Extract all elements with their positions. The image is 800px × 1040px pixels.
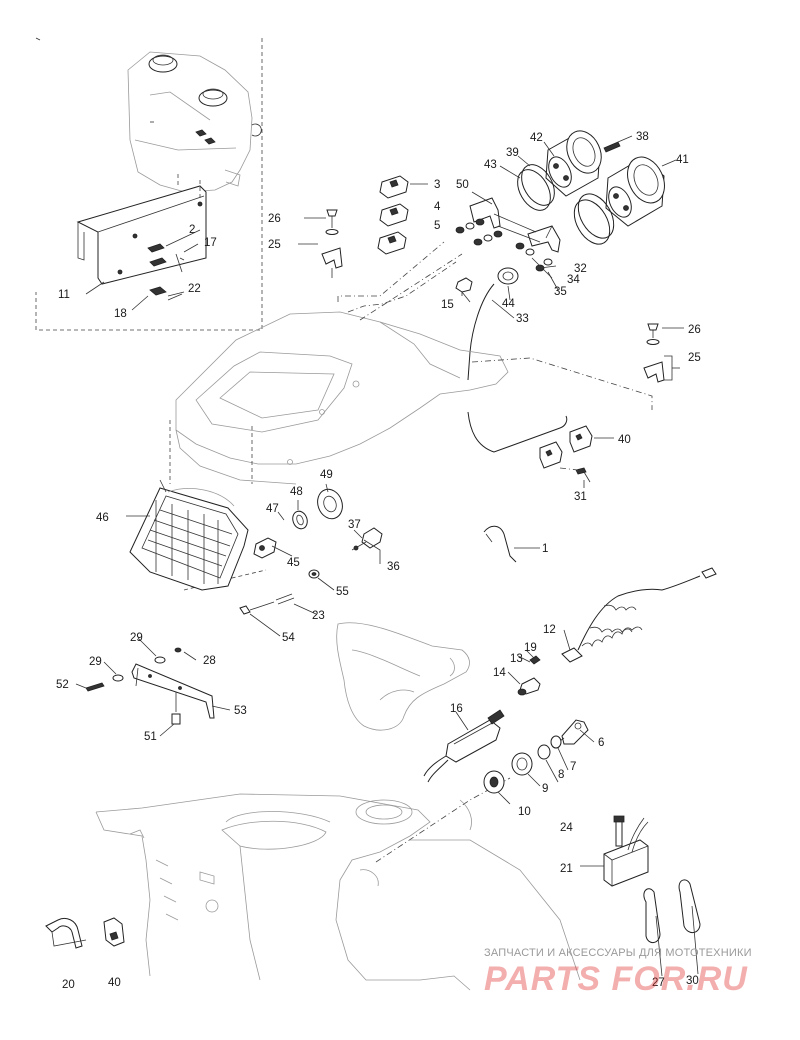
callout-32: 32 <box>574 263 587 275</box>
callout-2: 2 <box>189 224 195 236</box>
callout-53: 53 <box>234 705 247 717</box>
callout-25-left: 25 <box>268 239 281 251</box>
callout-36: 36 <box>387 561 400 573</box>
assembly-lines <box>169 241 653 863</box>
callout-50: 50 <box>456 179 469 191</box>
watermark-tagline: ЗАПЧАСТИ И АКСЕССУАРЫ ДЛЯ МОТОТЕХНИКИ <box>484 947 752 959</box>
callout-51: 51 <box>144 731 157 743</box>
gauge-bracket <box>469 197 561 253</box>
callout-3: 3 <box>434 179 440 191</box>
gauge-ring-43 <box>517 169 551 211</box>
callout-40-bottom: 40 <box>108 977 121 989</box>
gauge-cluster <box>455 130 665 272</box>
cable-grommet <box>455 267 568 453</box>
callout-30: 30 <box>686 975 699 987</box>
callout-17: 17 <box>204 237 217 249</box>
callout-45: 45 <box>287 557 300 569</box>
loose-clamps <box>45 917 125 949</box>
callout-16: 16 <box>450 703 463 715</box>
callout-27: 27 <box>652 977 665 989</box>
callout-23: 23 <box>312 610 325 622</box>
callout-26-right: 26 <box>688 324 701 336</box>
callout-28: 28 <box>203 655 216 667</box>
callout-20: 20 <box>62 979 75 991</box>
oil-tank-inset <box>35 37 263 331</box>
tank-bracket <box>76 174 207 285</box>
wire-clips <box>539 425 593 483</box>
gauge-hardware <box>455 218 553 272</box>
leader-lines <box>75 135 684 867</box>
callout-39: 39 <box>506 147 519 159</box>
gauge-screw <box>603 141 621 153</box>
bracket-clips <box>147 243 185 301</box>
callout-55: 55 <box>336 586 349 598</box>
callout-41: 41 <box>676 154 689 166</box>
push-rivet-right <box>643 323 665 383</box>
callout-8: 8 <box>558 769 564 781</box>
ignition-switch <box>423 709 589 794</box>
watermark-logo: PARTS FOR.RU <box>484 960 748 998</box>
callout-11: 11 <box>58 289 70 301</box>
callout-15: 15 <box>441 299 454 311</box>
callout-46: 46 <box>96 512 109 524</box>
handlebar-cover <box>336 622 470 731</box>
callout-25-right: 25 <box>688 352 701 364</box>
callout-29-left: 29 <box>89 656 102 668</box>
callout-26-left: 26 <box>268 213 281 225</box>
callout-47: 47 <box>266 503 279 515</box>
jumper-wire <box>483 525 517 563</box>
callout-38: 38 <box>636 131 649 143</box>
callout-7: 7 <box>570 761 576 773</box>
cable-ties <box>643 879 701 977</box>
callout-13: 13 <box>510 653 523 665</box>
callout-19: 19 <box>524 642 537 654</box>
callout-5: 5 <box>434 220 440 232</box>
callout-54: 54 <box>282 632 295 644</box>
callout-1: 1 <box>542 543 548 555</box>
callout-44: 44 <box>502 298 515 310</box>
push-rivet-left <box>321 209 343 278</box>
callout-42: 42 <box>530 132 543 144</box>
callout-10: 10 <box>518 806 531 818</box>
callout-40: 40 <box>618 434 631 446</box>
callout-33: 33 <box>516 313 529 325</box>
gauge-speedometer <box>605 156 665 227</box>
callout-49: 49 <box>320 469 333 481</box>
headlight-bulb-parts <box>253 488 343 559</box>
headlight-assembly <box>129 479 249 591</box>
callout-29-top: 29 <box>130 632 143 644</box>
gauge-tachometer <box>545 130 602 197</box>
callout-31: 31 <box>574 491 587 503</box>
callout-24: 24 <box>560 822 573 834</box>
callout-37: 37 <box>348 519 361 531</box>
callout-12: 12 <box>543 624 556 636</box>
handlebar-switches <box>377 175 409 255</box>
voltage-regulator <box>603 815 649 887</box>
callout-6: 6 <box>598 737 604 749</box>
callout-34: 34 <box>567 274 580 286</box>
callout-35: 35 <box>554 286 567 298</box>
callout-43: 43 <box>484 159 497 171</box>
adjuster-hardware <box>239 527 383 615</box>
hood <box>175 311 509 485</box>
oil-tank <box>127 51 262 193</box>
callouts: 1 2 3 4 5 6 7 8 9 10 11 12 13 14 15 16 1… <box>56 131 701 991</box>
callout-22: 22 <box>188 283 201 295</box>
support-bracket <box>85 647 215 725</box>
callout-14: 14 <box>493 667 506 679</box>
callout-9: 9 <box>542 783 548 795</box>
callout-21: 21 <box>560 863 573 875</box>
callout-48: 48 <box>290 486 303 498</box>
watermark: ЗАПЧАСТИ И АКСЕССУАРЫ ДЛЯ МОТОТЕХНИКИ PA… <box>484 947 752 998</box>
callout-52: 52 <box>56 679 69 691</box>
frame <box>95 793 581 991</box>
callout-4: 4 <box>434 201 441 213</box>
tether-cord <box>517 567 717 696</box>
callout-18: 18 <box>114 308 127 320</box>
